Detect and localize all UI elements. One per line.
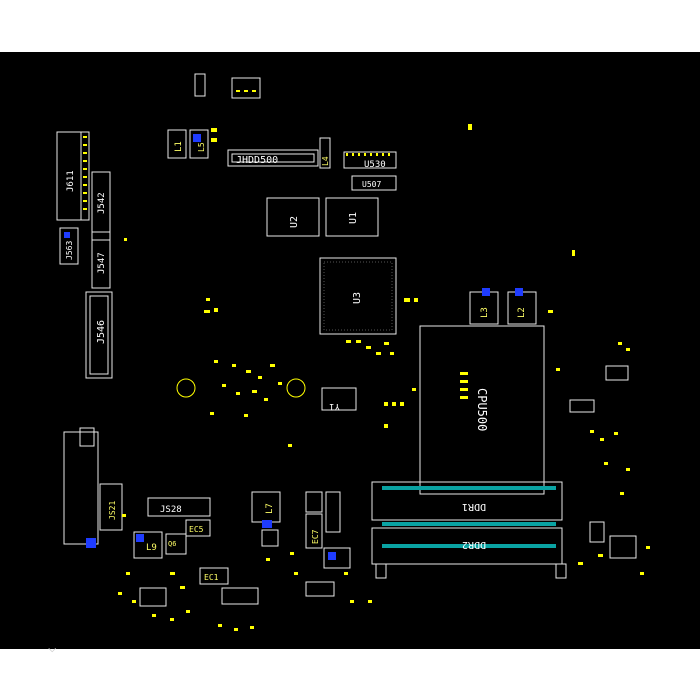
- label-q6: Q6: [168, 540, 176, 548]
- chip-u1: U1: [325, 197, 379, 237]
- label-l3: L3: [480, 307, 490, 318]
- connector-j611: J611: [56, 131, 90, 221]
- label-ec7: EC7: [311, 529, 320, 544]
- label-u2: U2: [289, 216, 300, 228]
- label-j546: J546: [96, 320, 107, 344]
- label-l1: L1: [174, 141, 184, 152]
- component-top-small: [194, 73, 261, 99]
- label-js21: JS21: [108, 501, 117, 520]
- label-u3: U3: [352, 292, 363, 304]
- board-layout: J611 J542 J547 J563 J546 L1 L5 JH: [56, 73, 650, 631]
- label-l-small: L4: [321, 156, 330, 166]
- chip-cpu500: CPU500: [419, 325, 545, 495]
- label-cpu500: CPU500: [475, 388, 489, 431]
- inductor-l2: L2: [507, 288, 537, 325]
- capacitor-ec5: EC5: [185, 519, 211, 537]
- label-j542: J542: [97, 192, 107, 214]
- label-l7: L7: [265, 503, 275, 514]
- capacitor-ec1: EC1: [199, 567, 229, 585]
- inductor-l3: L3: [469, 288, 499, 325]
- label-l9: L9: [146, 543, 157, 553]
- pcb-board-view[interactable]: J611 J542 J547 J563 J546 L1 L5 JH: [0, 52, 700, 649]
- label-u1: U1: [348, 212, 359, 224]
- ddr2-slot: DDR2: [371, 527, 563, 565]
- inductor-l5: L5: [189, 129, 209, 159]
- connector-j547: J547: [91, 231, 111, 289]
- label-j563: J563: [65, 241, 74, 260]
- label-ddr1: DDR1: [462, 501, 486, 512]
- chip-u3: U3: [319, 257, 397, 335]
- connector-js21: JS21: [99, 483, 123, 531]
- label-j611: J611: [66, 170, 76, 192]
- label-y1: Y1: [329, 401, 340, 411]
- label-j547: J547: [97, 252, 107, 274]
- label-ddr2: DDR2: [462, 539, 486, 550]
- label-ec5: EC5: [189, 525, 204, 534]
- connector-u530: U530: [343, 151, 397, 170]
- connector-j542: J542: [91, 171, 111, 241]
- connector-bottom-left: [63, 427, 99, 548]
- label-l2: L2: [517, 307, 527, 318]
- inductor-l1: L1: [167, 129, 187, 159]
- connector-j546: J546: [85, 291, 113, 379]
- label-ec1: EC1: [204, 573, 219, 582]
- ddr1-slot: DDR1: [371, 481, 563, 526]
- small-components: [118, 124, 650, 631]
- connector-js28: JS28: [147, 497, 211, 517]
- label-u530: U530: [364, 160, 386, 170]
- corner-mark: ⌵: [48, 640, 57, 656]
- chip-u2: U2: [266, 197, 320, 237]
- component-u507: U507: [351, 175, 397, 191]
- label-l5: L5: [197, 142, 206, 152]
- connector-j563: J563: [59, 227, 79, 265]
- crystal-y1: Y1: [321, 387, 357, 411]
- connector-jhdd500: JHDD500: [227, 149, 319, 167]
- capacitor-ec7: EC7: [305, 513, 323, 549]
- inductor-l9: L9: [133, 531, 163, 559]
- inductor-l7: L7: [251, 491, 281, 528]
- transistor-q6: Q6: [165, 533, 187, 555]
- label-u507: U507: [362, 180, 381, 189]
- label-js28: JS28: [160, 505, 182, 515]
- label-jhdd500: JHDD500: [236, 155, 278, 166]
